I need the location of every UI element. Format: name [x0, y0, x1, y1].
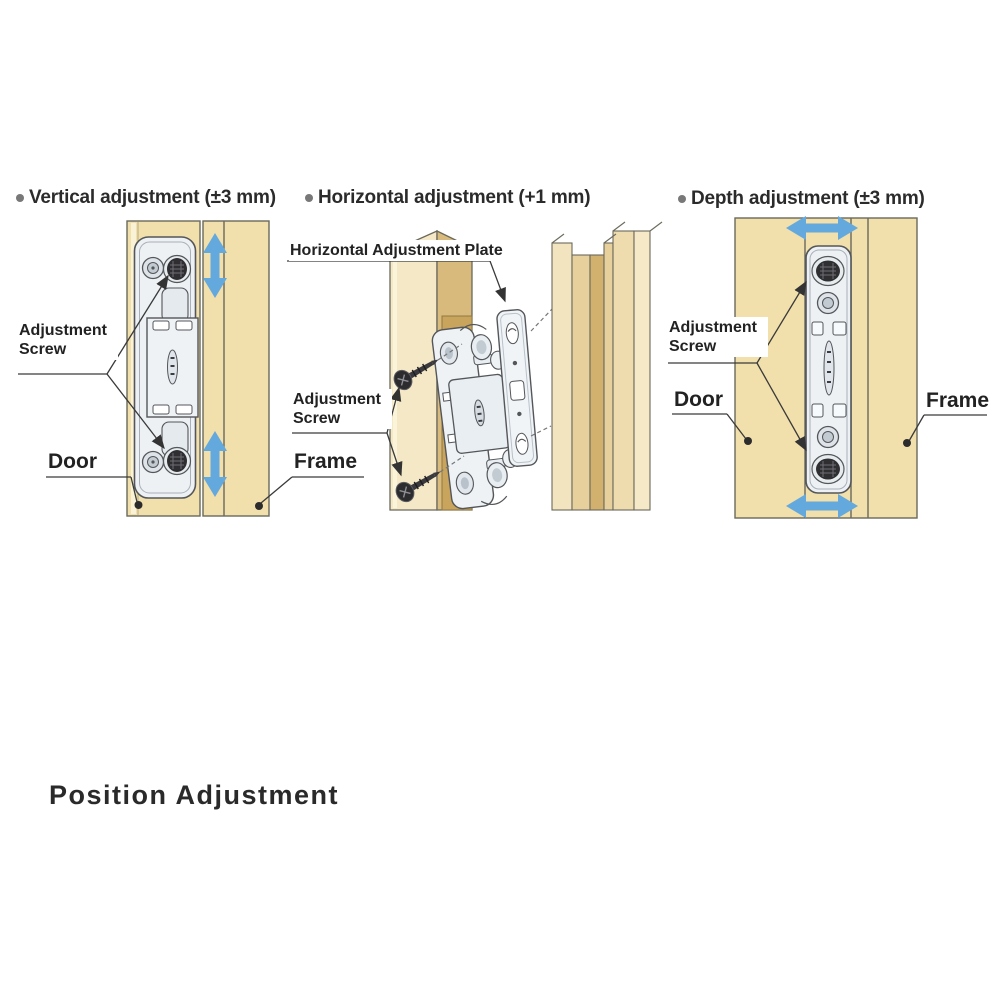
heading-vertical-adjustment: Vertical adjustment (±3 mm) [16, 186, 276, 210]
label-horizontal-adjustment-plate: Horizontal Adjustment Plate [289, 240, 506, 262]
label-frame: Frame [294, 450, 358, 473]
door-leader-dot [744, 437, 752, 445]
double-arrow-vertical-icon [203, 233, 227, 298]
bullet-icon [16, 194, 24, 202]
bullet-icon [305, 194, 313, 202]
mount-screw-ring-bottom [816, 425, 840, 449]
page-title: Position Adjustment [49, 780, 339, 810]
adjustment-screw-bottom [162, 446, 192, 476]
hinge-mount-screw-ring-top [141, 256, 165, 280]
adjustment-screw-top [811, 255, 845, 287]
vertical-panel-drawing [18, 220, 364, 517]
label-frame: Frame [926, 389, 990, 412]
heading-text: Horizontal adjustment (+1 mm) [318, 187, 591, 208]
hinge [805, 245, 852, 494]
heading-text: Depth adjustment (±3 mm) [691, 188, 925, 209]
label-door: Door [674, 388, 723, 411]
horizontal-adjustment-plate [496, 309, 538, 467]
label-adjustment-screw: Adjustment Screw [18, 320, 118, 361]
double-arrow-horizontal-icon [786, 494, 858, 518]
door-leader-dot [134, 501, 143, 509]
heading-depth-adjustment: Depth adjustment (±3 mm) [678, 187, 925, 211]
mount-screw-ring-top [816, 291, 840, 315]
adjustment-screw-top [162, 254, 192, 284]
depth-panel-drawing [668, 216, 987, 519]
horizontal-panel-drawing [287, 221, 663, 511]
label-door: Door [48, 450, 97, 473]
label-adjustment-screw: Adjustment Screw [668, 317, 768, 358]
label-adjustment-screw: Adjustment Screw [292, 389, 392, 430]
heading-horizontal-adjustment: Horizontal adjustment (+1 mm) [305, 186, 591, 210]
frame-leader-dot [903, 439, 911, 447]
hinge-center-plate [146, 317, 199, 418]
hinge-assembly [431, 323, 519, 510]
frame-leader-dot [255, 502, 263, 510]
double-arrow-vertical-icon [203, 431, 227, 497]
bullet-icon [678, 195, 686, 203]
double-arrow-horizontal-icon [786, 216, 858, 240]
heading-text: Vertical adjustment (±3 mm) [29, 187, 276, 208]
hinge [133, 236, 199, 499]
adjustment-screw-bottom [811, 453, 845, 485]
frame-jamb-3d [551, 221, 663, 511]
assembly-dashed-lines [437, 307, 554, 473]
hinge-mount-screw-ring-bottom [141, 450, 165, 474]
